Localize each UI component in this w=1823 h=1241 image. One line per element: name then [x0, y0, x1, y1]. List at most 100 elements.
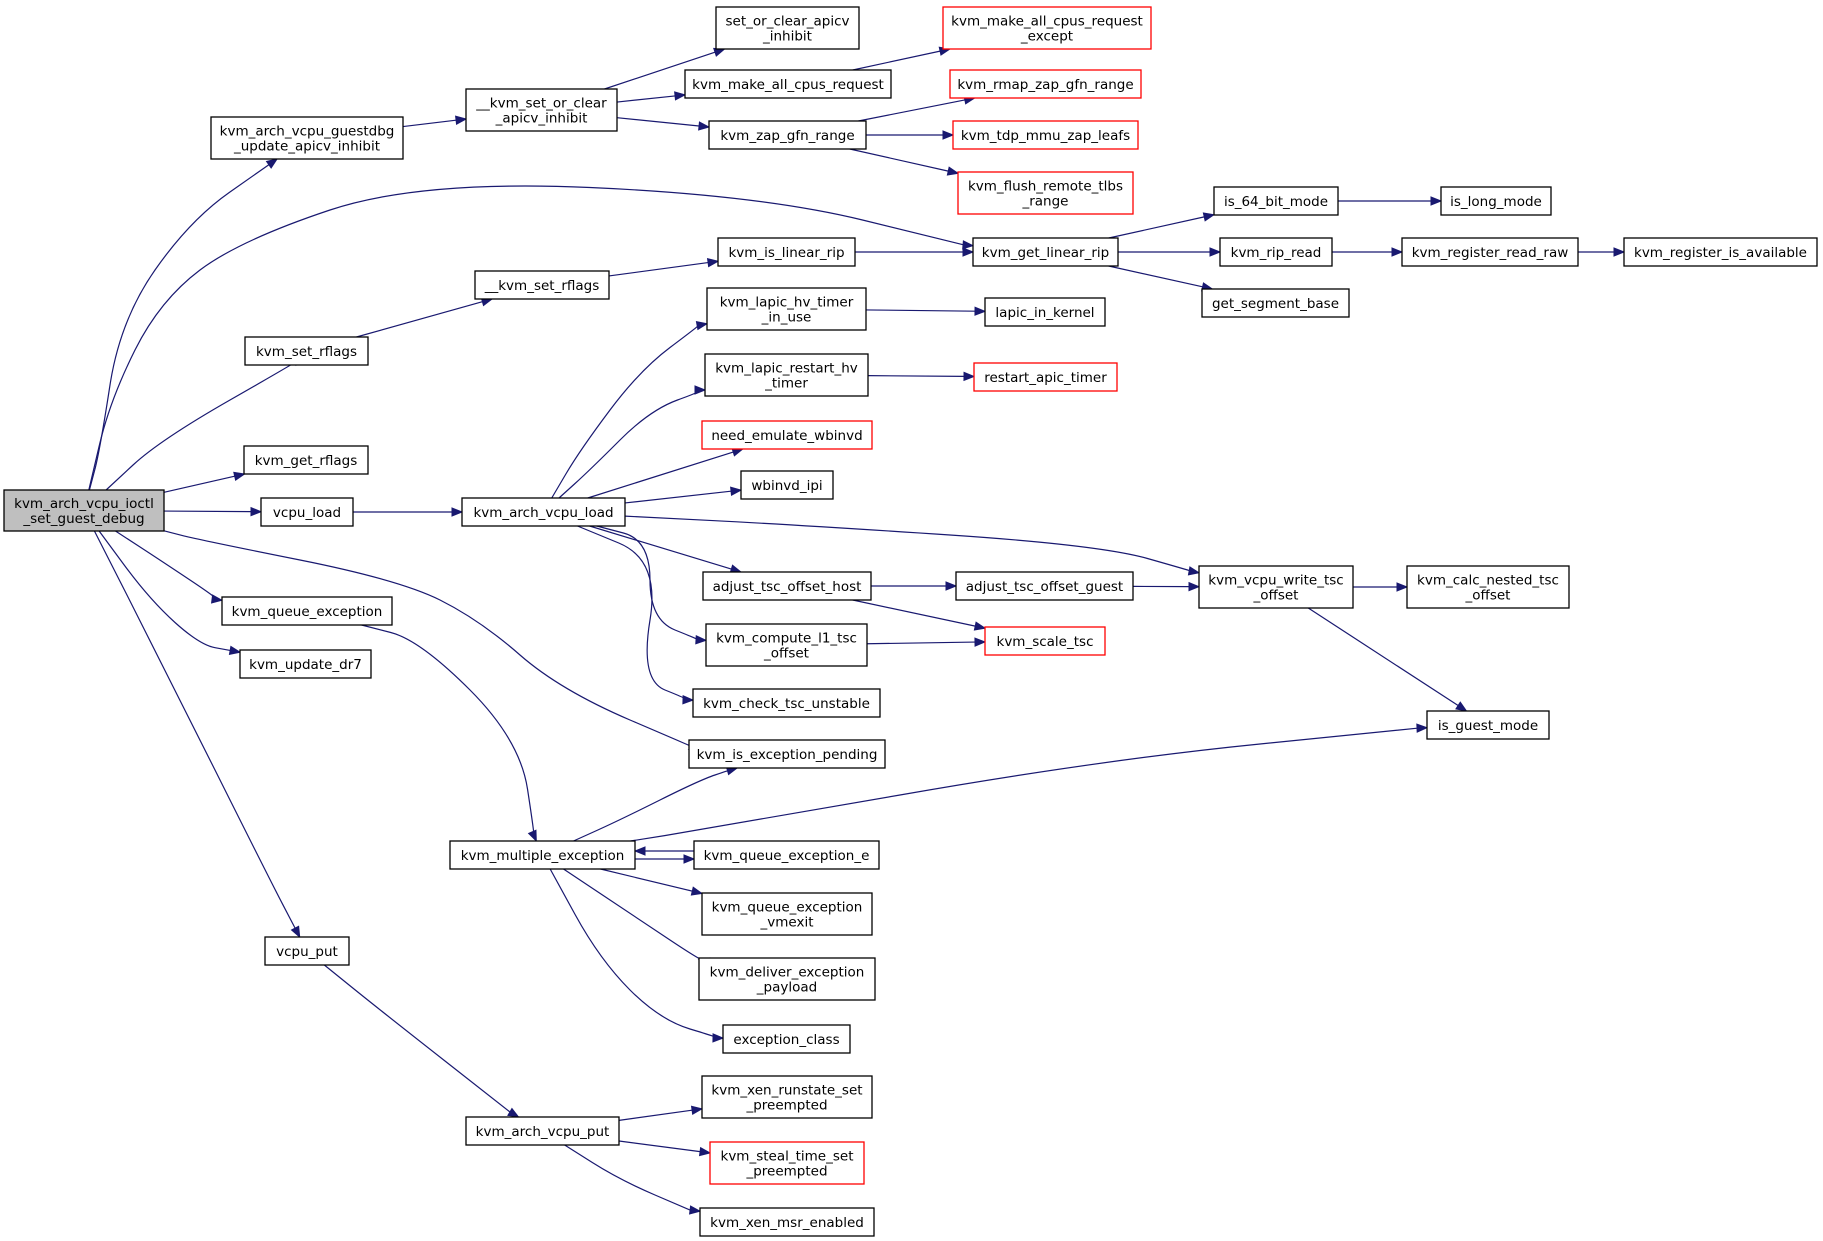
- node-get-seg-base[interactable]: get_segment_base: [1201, 288, 1350, 318]
- node-box: [698, 957, 876, 1001]
- node-reg-is-avail[interactable]: kvm_register_is_available: [1623, 237, 1818, 267]
- edge-reg_read_raw-to-reg_is_avail: [1578, 247, 1626, 257]
- node-is-64-bit[interactable]: is_64_bit_mode: [1213, 186, 1339, 216]
- node-vcpu-load[interactable]: vcpu_load: [260, 497, 354, 527]
- edge-root-to-queue_exception: [115, 530, 224, 604]
- edge-root-to-guestdbg: [88, 158, 279, 491]
- node-label-line: kvm_register_is_available: [1634, 245, 1807, 261]
- node-lapic-in-kernel[interactable]: lapic_in_kernel: [984, 297, 1106, 327]
- node-make-all-except[interactable]: kvm_make_all_cpus_request_except: [942, 6, 1152, 50]
- arrowhead-icon: [682, 695, 695, 705]
- node-box: [717, 237, 856, 267]
- node-make-all-cpus-req[interactable]: kvm_make_all_cpus_request: [684, 69, 892, 99]
- node-vcpu-put[interactable]: vcpu_put: [264, 936, 350, 966]
- node-update-dr7[interactable]: kvm_update_dr7: [239, 649, 372, 679]
- node-adj-tsc-host[interactable]: adjust_tsc_offset_host: [702, 571, 872, 601]
- node-label-line: _apicv_inhibit: [495, 111, 588, 127]
- edge-multiple_exc-to-is_guest_mode: [630, 723, 1429, 842]
- node-scale-tsc[interactable]: kvm_scale_tsc: [984, 626, 1106, 656]
- edge-get_linear_rip-to-rip_read: [1118, 247, 1222, 257]
- node-box: [949, 69, 1142, 99]
- node-box: [704, 353, 869, 397]
- node-steal-time[interactable]: kvm_steal_time_set_preempted: [709, 1141, 865, 1185]
- node-label-line: wbinvd_ipi: [751, 478, 822, 494]
- node-queue-exc-vmexit[interactable]: kvm_queue_exception_vmexit: [701, 892, 873, 936]
- node-compute-l1-tsc[interactable]: kvm_compute_l1_tsc_offset: [705, 623, 868, 667]
- node-label-line: kvm_queue_exception: [712, 900, 863, 916]
- edge-line: [558, 389, 702, 499]
- node-deliver-exc-payload[interactable]: kvm_deliver_exception_payload: [698, 957, 876, 1001]
- node-restart-apic-timer[interactable]: restart_apic_timer: [973, 362, 1118, 392]
- node-is-linear-rip[interactable]: kvm_is_linear_rip: [717, 237, 856, 267]
- node-need-wbinvd[interactable]: need_emulate_wbinvd: [701, 420, 873, 450]
- arrowhead-icon: [963, 371, 976, 382]
- edge-root-to-vcpu_put: [93, 530, 301, 939]
- node-reg-read-raw[interactable]: kvm_register_read_raw: [1401, 237, 1579, 267]
- node-is-exc-pending[interactable]: kvm_is_exception_pending: [688, 739, 886, 769]
- node-label-line: kvm_vcpu_write_tsc: [1208, 573, 1343, 589]
- node-is-long-mode[interactable]: is_long_mode: [1440, 186, 1552, 216]
- node-queue-exception[interactable]: kvm_queue_exception: [221, 596, 393, 626]
- node-hv-timer-in-use[interactable]: kvm_lapic_hv_timer_in_use: [706, 287, 867, 331]
- edge-line: [596, 525, 699, 641]
- node-guestdbg[interactable]: kvm_arch_vcpu_guestdbg_update_apicv_inhi…: [210, 116, 404, 160]
- edge-arch_vcpu_put-to-xen_msr: [564, 1144, 702, 1215]
- node-write-tsc[interactable]: kvm_vcpu_write_tsc_offset: [1198, 565, 1354, 609]
- node-adj-tsc-guest[interactable]: adjust_tsc_offset_guest: [955, 571, 1134, 601]
- arrowhead-icon: [1202, 212, 1216, 222]
- node-is-guest-mode[interactable]: is_guest_mode: [1426, 710, 1550, 740]
- edge-line: [1108, 216, 1205, 239]
- node-label-line: adjust_tsc_offset_guest: [966, 579, 1123, 595]
- node-set-or-clear-inh[interactable]: __kvm_set_or_clear_apicv_inhibit: [465, 88, 618, 132]
- node-set-rflags-int[interactable]: __kvm_set_rflags: [474, 270, 610, 300]
- node-exception-class[interactable]: exception_class: [722, 1024, 851, 1054]
- node-rmap-zap[interactable]: kvm_rmap_zap_gfn_range: [949, 69, 1142, 99]
- edge-line: [618, 1140, 701, 1153]
- edge-queue_exception-to-multiple_exc: [361, 624, 537, 843]
- edge-line: [630, 727, 1420, 842]
- node-arch-vcpu-put[interactable]: kvm_arch_vcpu_put: [465, 1116, 620, 1146]
- node-box: [243, 445, 369, 475]
- arrowhead-icon: [265, 158, 279, 169]
- node-box: [1219, 237, 1333, 267]
- node-label-line: _range: [1021, 194, 1068, 210]
- arrowhead-icon: [250, 506, 263, 517]
- edge-line: [852, 599, 976, 627]
- node-get-rflags[interactable]: kvm_get_rflags: [243, 445, 369, 475]
- node-label-line: kvm_arch_vcpu_ioctl: [14, 496, 154, 512]
- edge-line: [573, 769, 730, 842]
- node-box: [957, 171, 1134, 215]
- node-arch-vcpu-load[interactable]: kvm_arch_vcpu_load: [461, 497, 626, 527]
- edge-rip_read-to-reg_read_raw: [1332, 247, 1404, 257]
- node-set-or-clear-apicv[interactable]: set_or_clear_apicv_inhibit: [715, 6, 860, 50]
- node-label-line: _preempted: [745, 1098, 827, 1114]
- node-label-line: _preempted: [745, 1164, 827, 1180]
- node-multiple-exc[interactable]: kvm_multiple_exception: [449, 840, 636, 870]
- node-tdp-mmu-zap[interactable]: kvm_tdp_mmu_zap_leafs: [952, 120, 1139, 150]
- node-get-linear-rip[interactable]: kvm_get_linear_rip: [972, 237, 1119, 267]
- node-set-rflags[interactable]: kvm_set_rflags: [244, 336, 369, 366]
- node-root[interactable]: kvm_arch_vcpu_ioctl_set_guest_debug: [3, 489, 165, 532]
- arrowhead-icon: [690, 886, 704, 896]
- arrowhead-icon: [962, 240, 975, 250]
- node-check-tsc-unstable[interactable]: kvm_check_tsc_unstable: [692, 688, 881, 718]
- node-calc-nested-tsc[interactable]: kvm_calc_nested_tsc_offset: [1406, 565, 1570, 609]
- node-restart-hv-timer[interactable]: kvm_lapic_restart_hv_timer: [704, 353, 869, 397]
- arrowhead-icon: [1396, 582, 1409, 592]
- node-label-line: kvm_rmap_zap_gfn_range: [957, 77, 1133, 93]
- edge-arch_vcpu_load-to-need_wbinvd: [587, 447, 745, 499]
- node-xen-msr[interactable]: kvm_xen_msr_enabled: [699, 1207, 875, 1237]
- node-label-line: vcpu_put: [276, 944, 338, 960]
- node-flush-remote[interactable]: kvm_flush_remote_tlbs_range: [957, 171, 1134, 215]
- arrowhead-icon: [290, 925, 301, 939]
- node-label-line: kvm_is_linear_rip: [728, 245, 844, 261]
- node-rip-read[interactable]: kvm_rip_read: [1219, 237, 1333, 267]
- edge-restart_hv_timer-to-restart_apic_timer: [867, 371, 976, 382]
- edge-line: [163, 510, 252, 513]
- node-xen-runstate[interactable]: kvm_xen_runstate_set_preempted: [701, 1075, 873, 1119]
- node-wbinvd-ipi[interactable]: wbinvd_ipi: [740, 470, 834, 500]
- node-label-line: kvm_is_exception_pending: [697, 747, 878, 763]
- node-queue-exc-e[interactable]: kvm_queue_exception_e: [693, 840, 880, 870]
- node-box: [1440, 186, 1552, 216]
- node-zap-gfn-range[interactable]: kvm_zap_gfn_range: [708, 120, 867, 150]
